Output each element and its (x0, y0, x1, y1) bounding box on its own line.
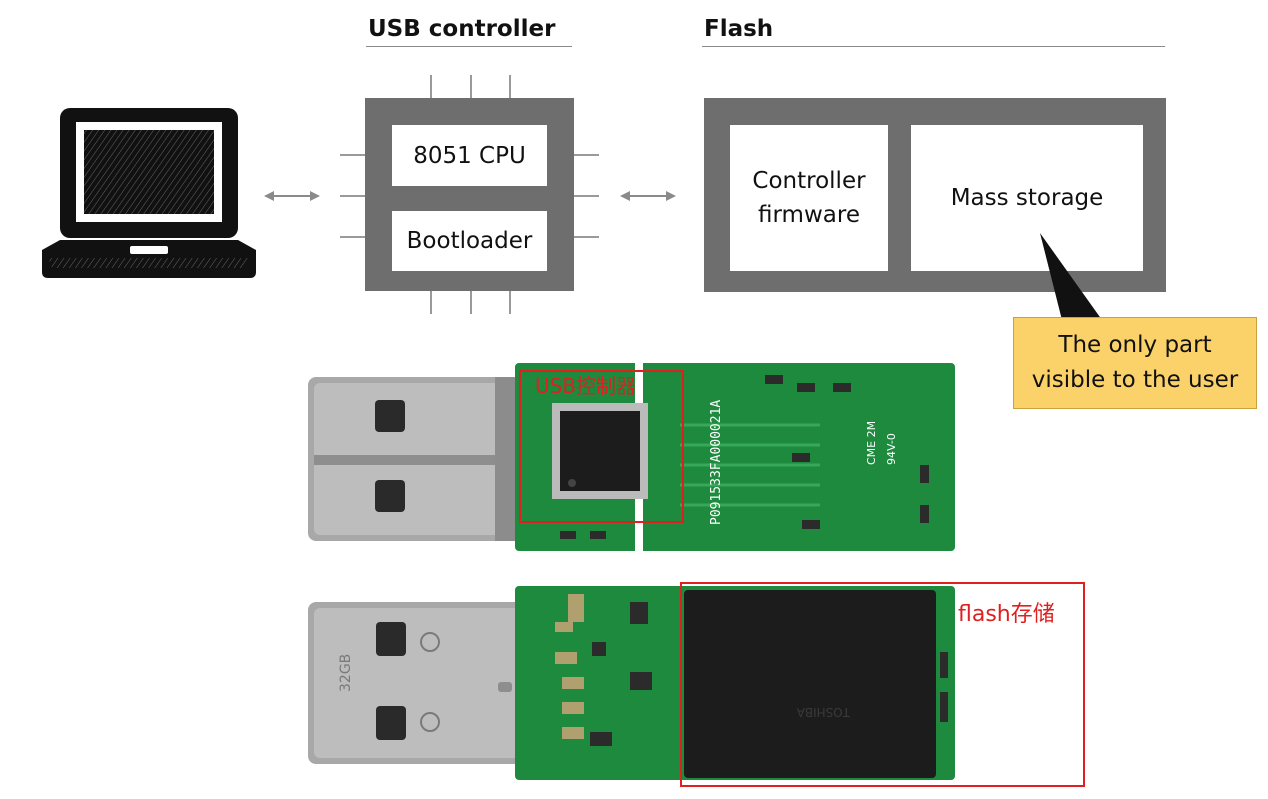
flash-highlight-box (680, 582, 1085, 787)
pcb-board-code: P091533FA000021A (709, 400, 724, 525)
usb-controller-highlight-box (519, 370, 684, 523)
chip-pin (340, 195, 366, 197)
flash-chip-brand: TOSHIBA (796, 705, 851, 719)
mass-storage-block: Mass storage (911, 125, 1143, 271)
chip-pin (340, 154, 366, 156)
laptop-usb-arrow-icon (264, 191, 320, 201)
usb-stick-top-photo: P091533FA000021A CME 2M 94V-0 (308, 363, 955, 551)
usb-stick-bottom-photo: 32GB TOSHIBA (308, 586, 955, 780)
chip-pin (430, 75, 432, 99)
pcb-cme-mark: CME 2M (865, 421, 878, 465)
flash-heading: Flash (704, 16, 774, 42)
chip-pin (509, 75, 511, 99)
callout-box: The only part visible to the user (1013, 317, 1257, 409)
firmware-label-line1: Controller (752, 168, 866, 194)
chip-pin (340, 236, 366, 238)
bootloader-block: Bootloader (392, 211, 547, 271)
chip-pin (573, 154, 599, 156)
flash-annotation-label: flash存储 (958, 602, 1055, 627)
usb-flash-arrow-icon (620, 191, 676, 201)
callout-line1: The only part (1058, 332, 1212, 358)
laptop-icon (42, 108, 256, 278)
usb-controller-heading: USB controller (368, 16, 556, 42)
stick-capacity-print: 32GB (338, 654, 354, 692)
chip-pin (470, 75, 472, 99)
usb-controller-annotation-label: USB控制器 (535, 374, 637, 398)
flash-heading-rule (702, 46, 1165, 47)
bootloader-block-label: Bootloader (406, 228, 533, 254)
controller-firmware-block: Controller firmware (730, 125, 888, 271)
callout-line2: visible to the user (1031, 367, 1239, 393)
cpu-block-label: 8051 CPU (413, 142, 526, 169)
chip-pin (470, 290, 472, 314)
mass-storage-label: Mass storage (950, 185, 1104, 211)
pcb-rating-mark: 94V-0 (885, 433, 898, 465)
firmware-label-line2: firmware (758, 202, 860, 228)
chip-pin (573, 195, 599, 197)
chip-pin (573, 236, 599, 238)
chip-pin (509, 290, 511, 314)
usb-controller-heading-rule (366, 46, 572, 47)
callout-pointer (1040, 233, 1102, 320)
chip-pin (430, 290, 432, 314)
cpu-block: 8051 CPU (392, 125, 547, 186)
